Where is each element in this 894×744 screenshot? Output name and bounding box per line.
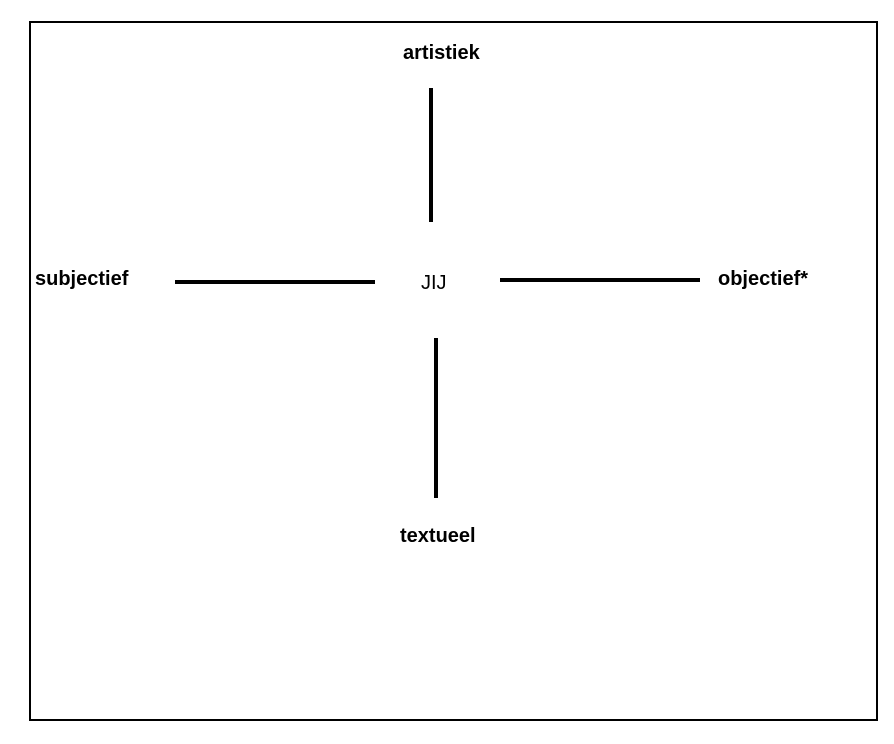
axis-line-top (429, 88, 433, 222)
axis-label-top: artistiek (403, 42, 480, 64)
axis-label-left: subjectief (35, 268, 129, 290)
center-label: JIJ (421, 272, 447, 294)
axis-label-bottom: textueel (400, 525, 476, 547)
axis-line-right (500, 278, 700, 282)
axis-line-left (175, 280, 375, 284)
axis-line-bottom (434, 338, 438, 498)
axis-label-right: objectief* (718, 268, 809, 290)
diagram-frame (29, 21, 878, 721)
